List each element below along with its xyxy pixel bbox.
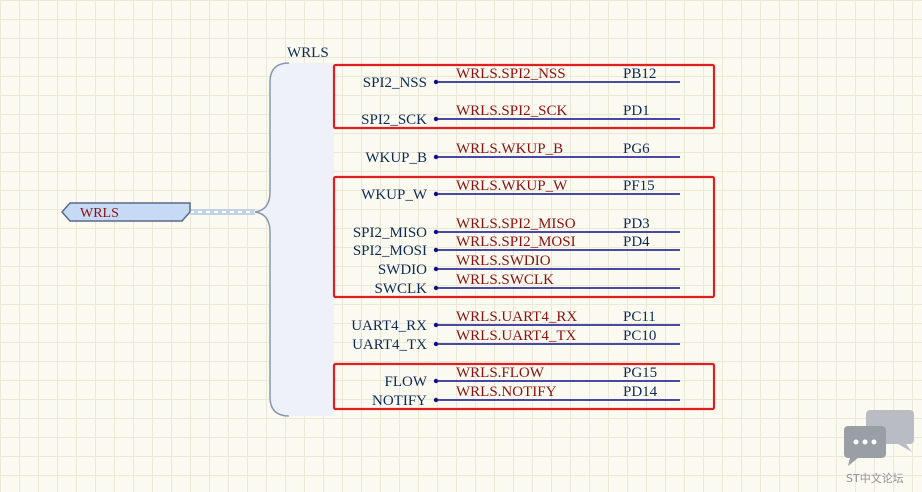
- pin-row: UART4_RX WRLS.UART4_RX PC11: [351, 309, 680, 334]
- pin-name: NOTIFY: [372, 393, 427, 409]
- mcu-port-label: PD1: [623, 103, 650, 119]
- highlight-box: [332, 362, 716, 411]
- pin-dot: [433, 116, 439, 122]
- net-label: WRLS.SPI2_SCK: [456, 103, 567, 119]
- net-label: WRLS.SPI2_NSS: [456, 66, 566, 82]
- port-label: WRLS: [80, 206, 119, 221]
- pin-row: NOTIFY WRLS.NOTIFY PD14: [372, 384, 680, 409]
- highlight-box: [332, 175, 716, 299]
- pin-dot: [433, 322, 439, 328]
- pin-name: WKUP_W: [361, 187, 428, 203]
- net-label: WRLS.SPI2_MOSI: [456, 234, 576, 250]
- pin-name: SPI2_SCK: [361, 112, 427, 128]
- pin-name: FLOW: [385, 374, 428, 390]
- pin-dot: [433, 79, 439, 85]
- mcu-port-label: PD3: [623, 216, 650, 232]
- net-label: WRLS.SWDIO: [456, 253, 551, 269]
- pin-dot: [433, 154, 439, 160]
- pin-dot: [433, 247, 439, 253]
- pin-row: SPI2_MOSI WRLS.SPI2_MOSI PD4: [353, 234, 680, 259]
- mcu-port-label: PC11: [623, 309, 656, 325]
- pin-row: UART4_TX WRLS.UART4_TX PC10: [352, 328, 680, 353]
- pin-dot: [433, 191, 439, 197]
- bus-harness-body: [289, 63, 334, 416]
- pin-row: SPI2_MISO WRLS.SPI2_MISO PD3: [353, 216, 680, 241]
- port-wrls[interactable]: [60, 202, 191, 222]
- pin-dot: [433, 285, 439, 291]
- highlight-box: [332, 63, 716, 130]
- pin-dot: [433, 229, 439, 235]
- pin-name: SWDIO: [378, 262, 427, 278]
- watermark-label: ST中文论坛: [846, 471, 904, 485]
- pin-name: SPI2_NSS: [363, 75, 427, 91]
- net-label: WRLS.WKUP_B: [456, 141, 563, 157]
- pin-name: SPI2_MISO: [353, 225, 427, 241]
- pin-dot: [433, 378, 439, 384]
- net-label: WRLS.FLOW: [456, 365, 545, 381]
- pin-row: SWDIO WRLS.SWDIO: [378, 253, 680, 278]
- net-label: WRLS.SWCLK: [456, 272, 554, 288]
- mcu-port-label: PG6: [623, 141, 650, 157]
- mcu-port-label: PF15: [623, 178, 655, 194]
- pin-name: UART4_RX: [351, 318, 427, 334]
- pin-name: SWCLK: [375, 281, 428, 297]
- pin-dot: [433, 266, 439, 272]
- mcu-port-label: PG15: [623, 365, 657, 381]
- chat-bubble-front: [844, 426, 886, 466]
- bus-title: WRLS: [287, 45, 329, 61]
- net-label: WRLS.NOTIFY: [456, 384, 557, 400]
- pin-row: WKUP_B WRLS.WKUP_B PG6: [365, 141, 680, 166]
- mcu-port-label: PD14: [623, 384, 658, 400]
- net-label: WRLS.WKUP_W: [456, 178, 568, 194]
- pin-name: WKUP_B: [365, 150, 427, 166]
- pin-name: UART4_TX: [352, 337, 427, 353]
- mcu-port-label: PD4: [623, 234, 650, 250]
- pin-row: SPI2_SCK WRLS.SPI2_SCK PD1: [361, 103, 680, 128]
- bus-harness-bracket: [254, 62, 290, 417]
- pin-dot: [433, 397, 439, 403]
- pin-row: WKUP_W WRLS.WKUP_W PF15: [361, 178, 680, 203]
- watermark: ST中文论坛: [844, 410, 914, 485]
- pin-name: SPI2_MOSI: [353, 243, 427, 259]
- pin-dot: [433, 341, 439, 347]
- net-label: WRLS.UART4_TX: [456, 328, 577, 344]
- highlight-layer: [332, 63, 716, 411]
- pin-row: SPI2_NSS WRLS.SPI2_NSS PB12: [363, 66, 680, 91]
- net-label: WRLS.UART4_RX: [456, 309, 577, 325]
- mcu-port-label: PB12: [623, 66, 656, 82]
- mcu-port-label: PC10: [623, 328, 656, 344]
- pin-row: SWCLK WRLS.SWCLK: [375, 272, 680, 297]
- pin-row: FLOW WRLS.FLOW PG15: [385, 365, 680, 390]
- net-label: WRLS.SPI2_MISO: [456, 216, 576, 232]
